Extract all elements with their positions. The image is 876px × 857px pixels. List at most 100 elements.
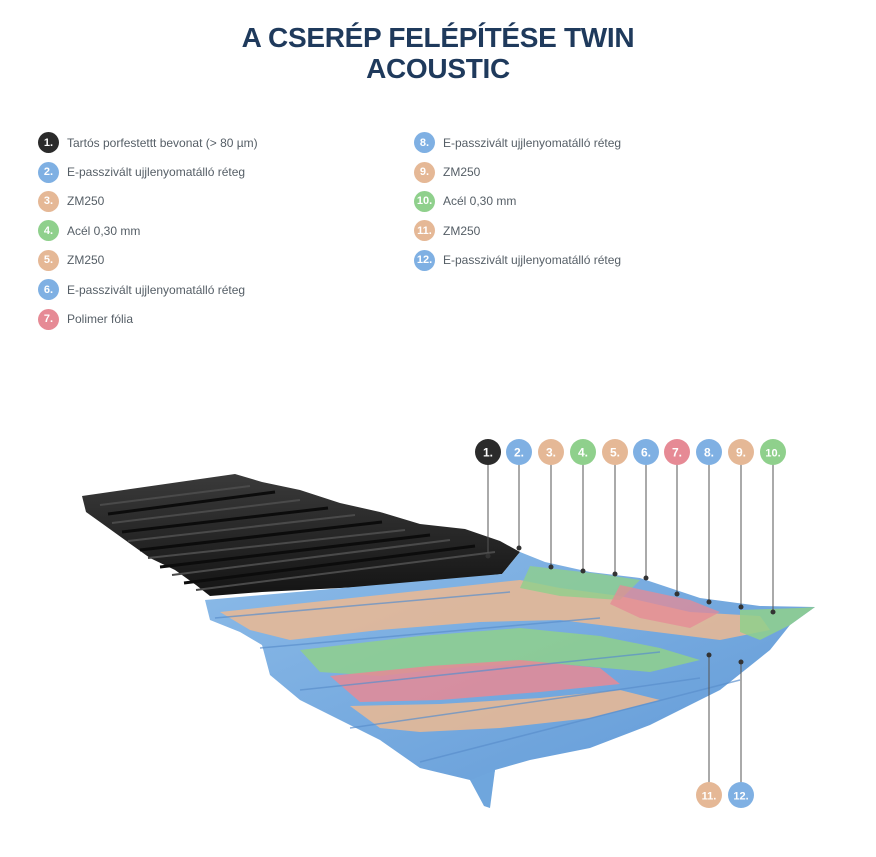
- legend-text-1: Tartós porfestettt bevonat (> 80 µm): [67, 135, 258, 150]
- legend-badge-9: 9.: [414, 161, 435, 183]
- leader-dot-4: [580, 568, 586, 574]
- legend-badge-1: 1.: [38, 132, 59, 154]
- legend-item-11: 11. ZM250: [414, 216, 621, 245]
- callout-2-circle: [506, 439, 532, 465]
- callout-10: 10.: [760, 439, 786, 465]
- legend-text-3: ZM250: [67, 194, 105, 209]
- legend-badge-3: 3.: [38, 190, 59, 212]
- leader-lines: [487, 463, 774, 783]
- legend-badge-7: 7.: [38, 308, 59, 330]
- callout-5-circle: [602, 439, 628, 465]
- legend-item-6: 6. E-passzivált ujjlenyomatálló réteg: [38, 275, 258, 304]
- layer-band-peach-1: [220, 580, 770, 640]
- legend-text-9: ZM250: [443, 165, 481, 180]
- callout-12: 12.: [728, 782, 754, 808]
- legend-text-4: Acél 0,30 mm: [67, 223, 141, 238]
- legend-text-2: E-passzivált ujjlenyomatálló réteg: [67, 165, 246, 180]
- leader-dot-5: [612, 571, 618, 577]
- legend-item-1: 1. Tartós porfestettt bevonat (> 80 µm): [38, 128, 258, 157]
- callout-2-label: 2.: [514, 446, 524, 460]
- legend-item-4: 4.Acél 0,30 mm: [38, 216, 258, 245]
- layer-band-red: [330, 660, 620, 702]
- layer-band-green-2: [520, 566, 640, 600]
- callout-12-label: 12.: [733, 791, 748, 803]
- leader-dot-9: [738, 604, 744, 610]
- legend-item-3: 3. ZM250: [38, 187, 258, 216]
- callout-8-circle: [696, 439, 722, 465]
- leader-dot-3: [548, 564, 554, 570]
- legend-item-9: 9. ZM250: [414, 157, 621, 186]
- leader-dot-10: [770, 609, 776, 615]
- callout-7-circle: [664, 439, 690, 465]
- legend-badge-12: 12.: [414, 249, 435, 271]
- callouts-bottom: 11. 12.: [696, 782, 754, 808]
- callout-9-circle: [728, 439, 754, 465]
- leader-dot-8: [706, 599, 712, 605]
- black-tile-surface: [82, 474, 520, 596]
- callout-1-circle: [475, 439, 501, 465]
- leader-dot-2: [516, 545, 522, 551]
- legend-right: 8. E-passzivált ujjlenyomatálló réteg 9. Z…: [414, 128, 621, 275]
- legend-badge-10: 10.: [414, 190, 435, 212]
- legend-item-12: 12. E-passzivált ujjlenyomatálló réteg: [414, 246, 621, 275]
- callout-11: 11.: [696, 782, 722, 808]
- tile-drip-edge: [470, 770, 495, 808]
- layer-band-red-2: [610, 585, 720, 628]
- layer-ridge-lines: [214, 591, 741, 763]
- legend-badge-11: 11.: [414, 220, 435, 242]
- legend-text-8: E-passzivált ujjlenyomatálló réteg: [443, 135, 622, 150]
- legend-badge-2: 2.: [38, 161, 59, 183]
- page-title-line1: A CSERÉP FELÉPÍTÉSE TWIN: [241, 22, 635, 53]
- legend-item-2: 2. E-passzivált ujjlenyomatálló réteg: [38, 157, 258, 186]
- leader-dot-12: [738, 659, 744, 665]
- callout-5: 5.: [602, 439, 628, 465]
- callout-3-circle: [538, 439, 564, 465]
- callout-6: 6.: [633, 439, 659, 465]
- callout-6-circle: [633, 439, 659, 465]
- page-title-line2: ACOUSTIC: [366, 53, 510, 84]
- legend-badge-6: 6.: [38, 279, 59, 301]
- callout-5-label: 5.: [610, 446, 620, 460]
- legend-item-10: 10. Acél 0,30 mm: [414, 187, 621, 216]
- callout-10-circle: [760, 439, 786, 465]
- black-tile-shadow: [107, 490, 476, 585]
- legend-text-7: Polimer fólia: [67, 312, 134, 327]
- callout-4-circle: [570, 439, 596, 465]
- callout-12-circle: [728, 782, 754, 808]
- callout-2: 2.: [506, 439, 532, 465]
- callout-1-label: 1.: [483, 446, 493, 460]
- callout-8-label: 8.: [704, 446, 714, 460]
- legend-badge-5: 5.: [38, 249, 59, 271]
- callout-6-label: 6.: [641, 446, 651, 460]
- callout-9: 9.: [728, 439, 754, 465]
- legend-text-12: E-passzivált ujjlenyomatálló réteg: [443, 253, 622, 268]
- callout-7-label: 7.: [672, 446, 682, 460]
- black-tile-ridge: [99, 485, 496, 591]
- callouts-top: 1. 2. 3. 4. 5. 6. 7. 8. 9. 10.: [475, 439, 786, 465]
- callout-9-label: 9.: [736, 446, 746, 460]
- legend-text-10: Acél 0,30 mm: [443, 194, 517, 209]
- legend-left: 1. Tartós porfestettt bevonat (> 80 µm) 2…: [38, 128, 258, 334]
- callout-11-label: 11.: [702, 791, 717, 803]
- leader-dot-11: [706, 652, 712, 658]
- callout-1: 1.: [475, 439, 501, 465]
- callout-3-label: 3.: [546, 446, 556, 460]
- layer-band-green-3: [740, 607, 815, 640]
- callout-11-circle: [696, 782, 722, 808]
- callout-10-label: 10.: [765, 448, 780, 460]
- legend-text-5: ZM250: [67, 253, 105, 268]
- callout-4: 4.: [570, 439, 596, 465]
- legend-text-6: E-passzivált ujjlenyomatálló réteg: [67, 282, 246, 297]
- legend-item-5: 5. ZM250: [38, 246, 258, 275]
- legend-text-11: ZM250: [443, 223, 481, 238]
- layer-band-peach-2: [350, 690, 660, 732]
- callout-7: 7.: [664, 439, 690, 465]
- page-title: A CSERÉP FELÉPÍTÉSE TWIN ACOUSTIC: [0, 22, 876, 84]
- legend-badge-8: 8.: [414, 132, 435, 154]
- callout-4-label: 4.: [578, 446, 588, 460]
- legend-item-7: 7. Polimer fólia: [38, 304, 258, 333]
- layered-tile-section: [205, 552, 815, 808]
- leader-dot-6: [643, 575, 649, 581]
- callout-3: 3.: [538, 439, 564, 465]
